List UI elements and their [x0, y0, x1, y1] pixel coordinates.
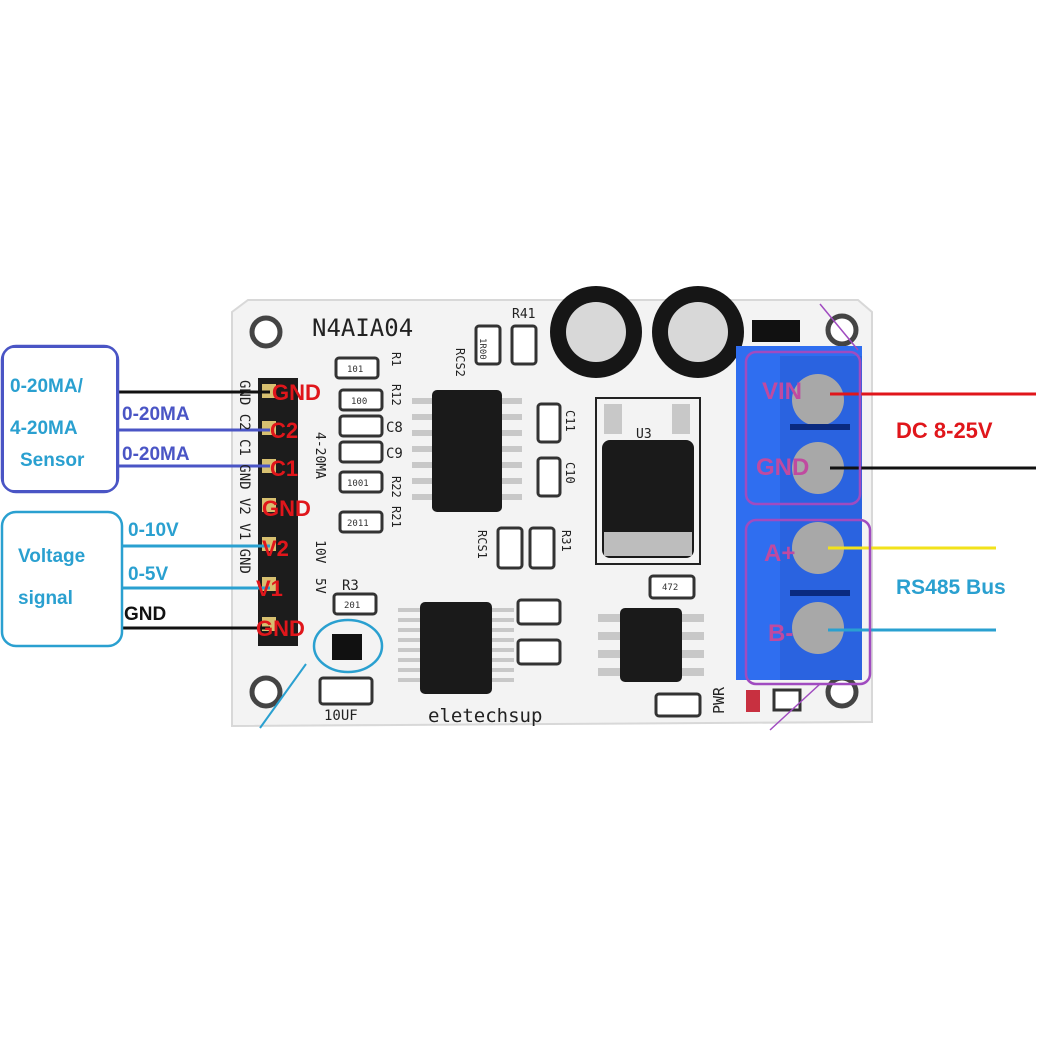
silk-range-10v: 10V	[312, 540, 327, 564]
voltage-title-line1: Voltage	[18, 546, 86, 567]
silk-u3: U3	[636, 427, 652, 442]
electrolytic-capacitors	[550, 286, 800, 378]
sensor-title-line2: 4-20MA	[10, 418, 78, 439]
pin-label-c1: C1	[270, 456, 299, 481]
silk-range-5v: 5V	[312, 578, 327, 594]
smd-components	[318, 324, 802, 718]
terminal-vin: VIN	[762, 378, 803, 405]
board-brand: eletechsup	[428, 705, 542, 727]
smd-code-7: 201	[344, 601, 360, 611]
silk-rcs1: RCS1	[475, 530, 489, 559]
smd-code-3: 1001	[347, 479, 369, 489]
silk-r3: R3	[342, 578, 359, 594]
board-model: N4AIA04	[312, 314, 413, 342]
smd-code-6: 472	[662, 583, 678, 593]
smd-code-4: 2011	[347, 519, 369, 529]
terminal-block	[736, 346, 862, 680]
smd-code-1: 101	[347, 365, 363, 375]
ic-soic8-right	[598, 608, 704, 682]
silk-r12: R12	[389, 384, 403, 406]
left-wires	[116, 390, 270, 630]
silk-10uf: 10UF	[324, 708, 358, 724]
ic-soic-top	[412, 390, 522, 512]
c1-wire-label: 0-20MA	[122, 444, 190, 465]
smd-code-2: 100	[351, 397, 367, 407]
pin-label-c2: C2	[270, 418, 299, 443]
silk-pwr: PWR	[710, 686, 728, 714]
c2-wire-label: 0-20MA	[122, 404, 190, 425]
pin-label-v1: V1	[256, 576, 283, 601]
sensor-box	[2, 346, 118, 492]
silk-c10: C10	[563, 462, 577, 484]
voltage-regulator	[595, 397, 701, 565]
voltage-title-line2: signal	[18, 588, 73, 609]
silk-r1: R1	[389, 352, 403, 366]
silk-rcs2: RCS2	[453, 348, 467, 377]
pin-label-v2: V2	[262, 536, 289, 561]
pin-label-gnd-3: GND	[256, 616, 305, 641]
sensor-title-line3: Sensor	[20, 450, 85, 471]
terminal-b-minus: B-	[768, 620, 794, 647]
smd-codes: 101 100 1001 2011 1R00 472 201	[344, 338, 678, 611]
ic-tssop-bottom	[398, 602, 514, 694]
silk-r22: R22	[389, 476, 403, 498]
silk-c9: C9	[386, 446, 403, 462]
silk-side-pins: GND C2 C1 GND V2 V1 GND	[236, 380, 252, 574]
silk-r31: R31	[559, 530, 573, 552]
rs485-label: RS485 Bus	[896, 576, 1006, 599]
silk-c8: C8	[386, 420, 403, 436]
mount-hole-br	[825, 675, 859, 709]
right-wires	[259, 392, 1036, 729]
smd-code-5: 1R00	[477, 338, 487, 360]
mount-hole-bl	[249, 675, 283, 709]
sensor-title-line1: 0-20MA/	[10, 376, 83, 397]
silk-r41: R41	[512, 307, 535, 322]
power-label: DC 8-25V	[896, 418, 993, 443]
pin-label-gnd-1: GND	[272, 380, 321, 405]
terminal-a-plus: A+	[764, 540, 796, 567]
pin-label-gnd-2: GND	[262, 496, 311, 521]
mount-hole-tl	[249, 315, 283, 349]
silk-r21: R21	[389, 506, 403, 528]
gnd-wire-label: GND	[124, 604, 167, 625]
silkscreen: N4AIA04 eletechsup R41 U3 C8 C9 R3 10UF …	[236, 307, 728, 727]
silk-c11: C11	[563, 410, 577, 432]
terminal-gnd: GND	[756, 454, 810, 481]
v2-wire-label: 0-10V	[128, 520, 179, 541]
silk-range-ma: 4-20MA	[312, 432, 327, 479]
v1-wire-label: 0-5V	[128, 564, 169, 585]
